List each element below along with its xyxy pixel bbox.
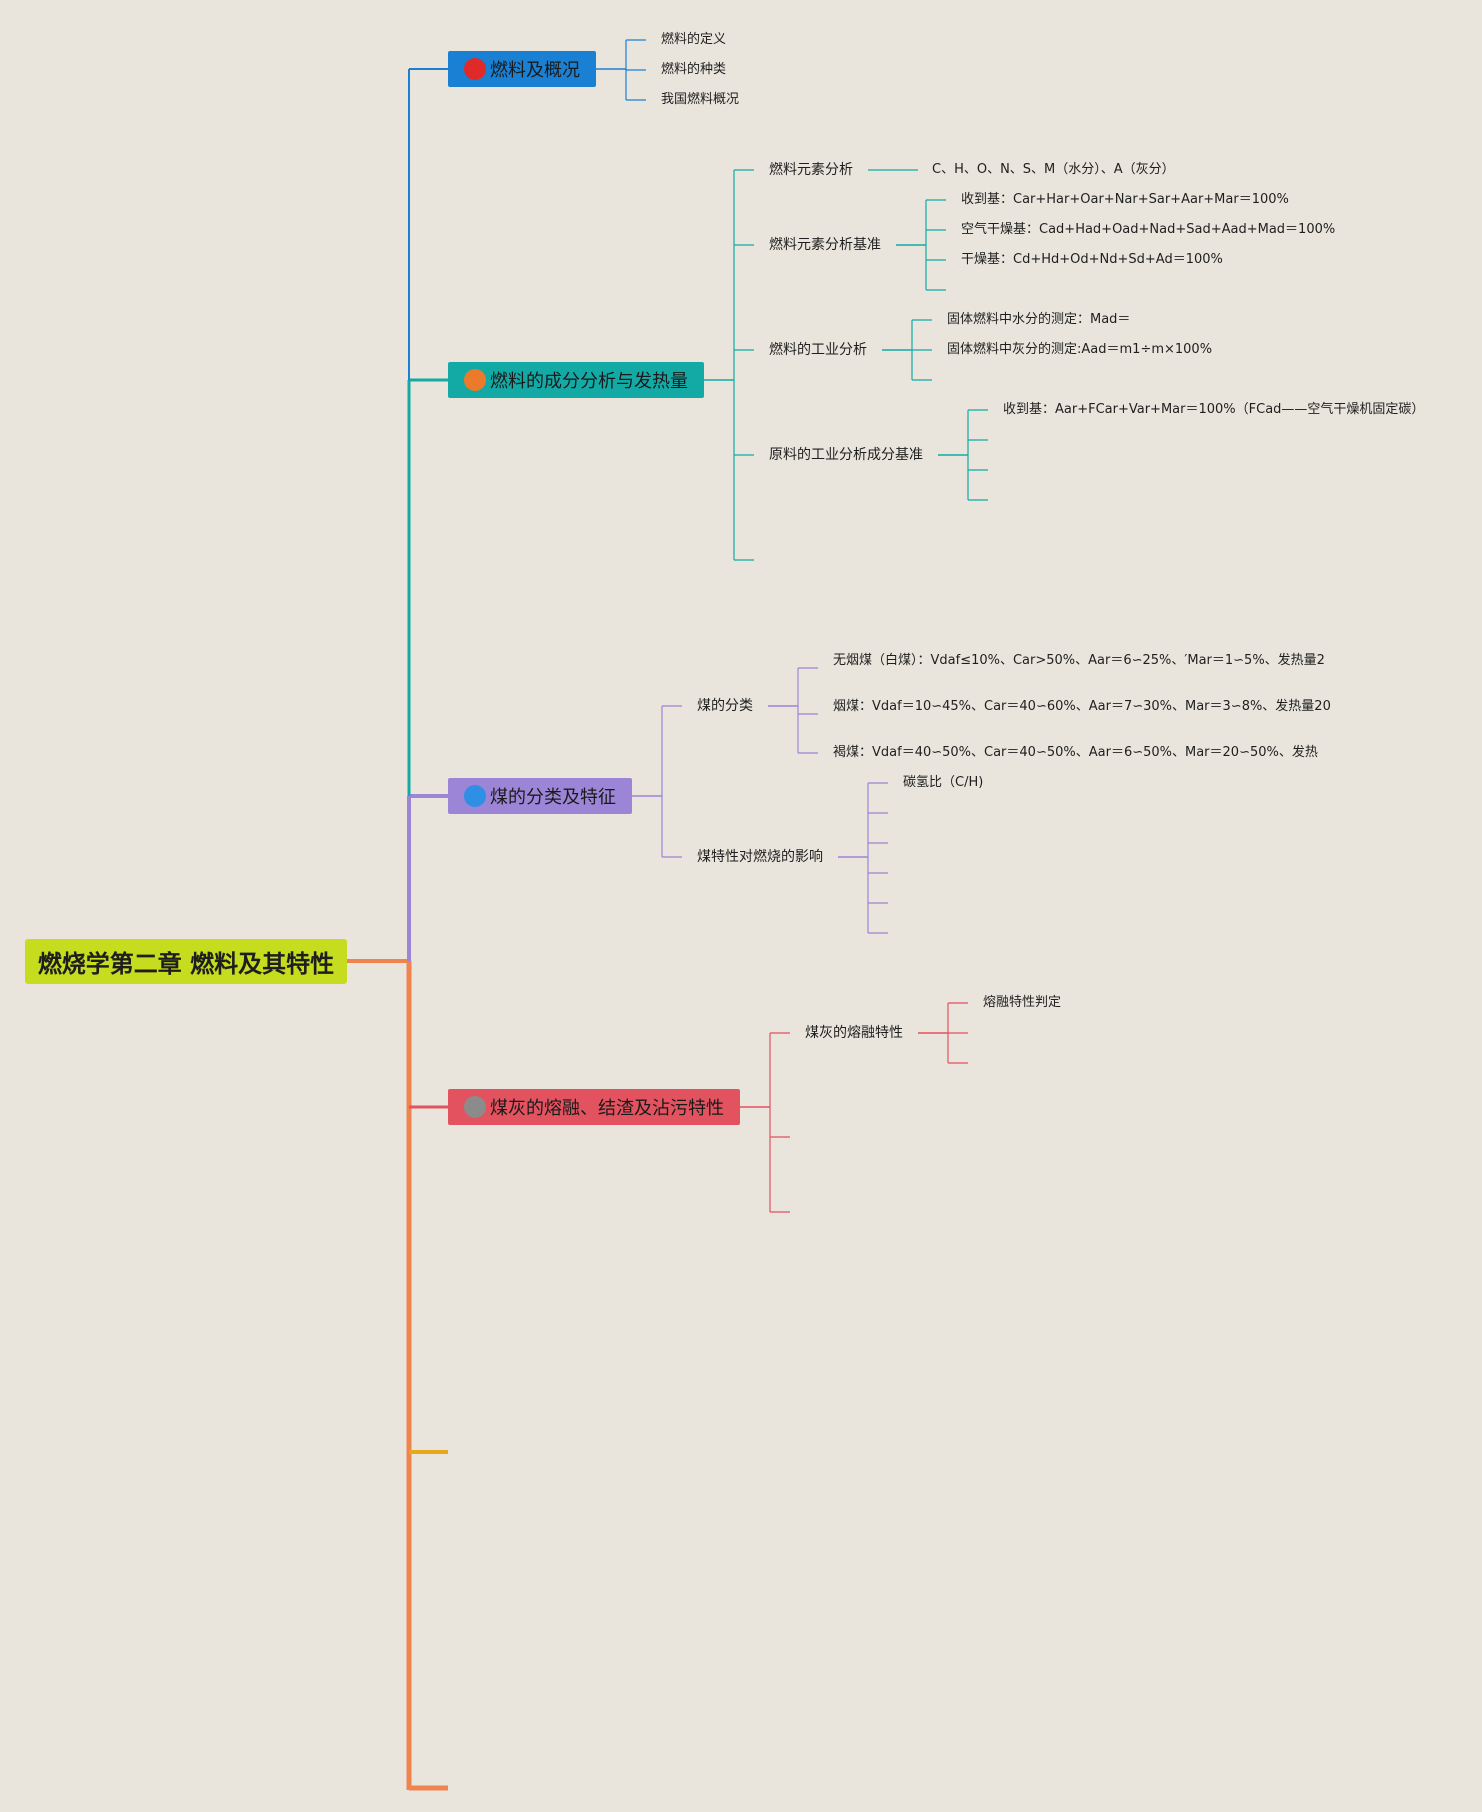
b2-leaf-ash[interactable]: 固体燃料中灰分的测定:Aad＝m1÷m×100% <box>947 342 1213 357</box>
b3-topic-classification[interactable]: 煤的分类 <box>697 698 753 714</box>
b3-leaf-anthracite[interactable]: 无烟煤（白煤）：Vdaf≤10%、Car>50%、Aar＝6∽25%、′Mar＝… <box>833 653 1325 668</box>
number-badge-icon: 4 <box>464 1096 486 1118</box>
b3-leaf-lignite[interactable]: 褐煤：Vdaf＝40∽50%、Car＝40∽50%、Aar＝6∽50%、Mar＝… <box>833 745 1318 760</box>
branch-2-composition[interactable]: 2 燃料的成分分析与发热量 <box>448 362 704 398</box>
b4-topic-melting[interactable]: 煤灰的熔融特性 <box>805 1025 903 1041</box>
b2-leaf-moisture[interactable]: 固体燃料中水分的测定：Mad＝ <box>947 312 1131 327</box>
b2-leaf-air-dried[interactable]: 空气干燥基：Cad+Had+Oad+Nad+Sad+Aad+Mad＝100% <box>961 222 1336 237</box>
b1-child-china-overview[interactable]: 我国燃料概况 <box>661 92 740 107</box>
b2-topic-element-analysis[interactable]: 燃料元素分析 <box>769 162 853 178</box>
b4-leaf-melting-judgement[interactable]: 熔融特性判定 <box>983 995 1062 1010</box>
branch-4-label: 煤灰的熔融、结渣及沾污特性 <box>490 1098 724 1119</box>
branch-1-fuel-overview[interactable]: 1 燃料及概况 <box>448 51 596 87</box>
b2-topic-proximate[interactable]: 燃料的工业分析 <box>769 342 867 358</box>
b2-leaf-as-received[interactable]: 收到基：Car+Har+Oar+Nar+Sar+Aar+Mar＝100% <box>961 192 1289 207</box>
b2-leaf-proximate-as-received[interactable]: 收到基：Aar+FCar+Var+Mar＝100%（FCad——空气干燥机固定碳… <box>1003 402 1425 417</box>
b3-leaf-bituminous[interactable]: 烟煤：Vdaf＝10∽45%、Car＝40∽60%、Aar＝7∽30%、Mar＝… <box>833 699 1331 714</box>
number-badge-icon: 3 <box>464 785 486 807</box>
root-topic[interactable]: 燃烧学第二章 燃料及其特性 <box>25 939 347 984</box>
b2-leaf-dry[interactable]: 干燥基：Cd+Hd+Od+Nd+Sd+Ad＝100% <box>961 252 1223 267</box>
branch-3-coal[interactable]: 3 煤的分类及特征 <box>448 778 632 814</box>
b3-leaf-ch-ratio[interactable]: 碳氢比（C/H) <box>903 775 984 790</box>
number-badge-icon: 1 <box>464 58 486 80</box>
b2-topic-element-basis[interactable]: 燃料元素分析基准 <box>769 237 881 253</box>
b1-child-definition[interactable]: 燃料的定义 <box>661 32 727 47</box>
b3-topic-combustion-effect[interactable]: 煤特性对燃烧的影响 <box>697 849 823 865</box>
b2-leaf-elements[interactable]: C、H、O、N、S、M（水分）、A（灰分） <box>932 162 1175 177</box>
branch-1-label: 燃料及概况 <box>490 60 580 81</box>
branch-2-label: 燃料的成分分析与发热量 <box>490 371 688 392</box>
branch-3-label: 煤的分类及特征 <box>490 787 616 808</box>
branch-4-ash[interactable]: 4 煤灰的熔融、结渣及沾污特性 <box>448 1089 740 1125</box>
number-badge-icon: 2 <box>464 369 486 391</box>
b2-topic-proximate-basis[interactable]: 原料的工业分析成分基准 <box>769 447 923 463</box>
b1-child-types[interactable]: 燃料的种类 <box>661 62 727 77</box>
